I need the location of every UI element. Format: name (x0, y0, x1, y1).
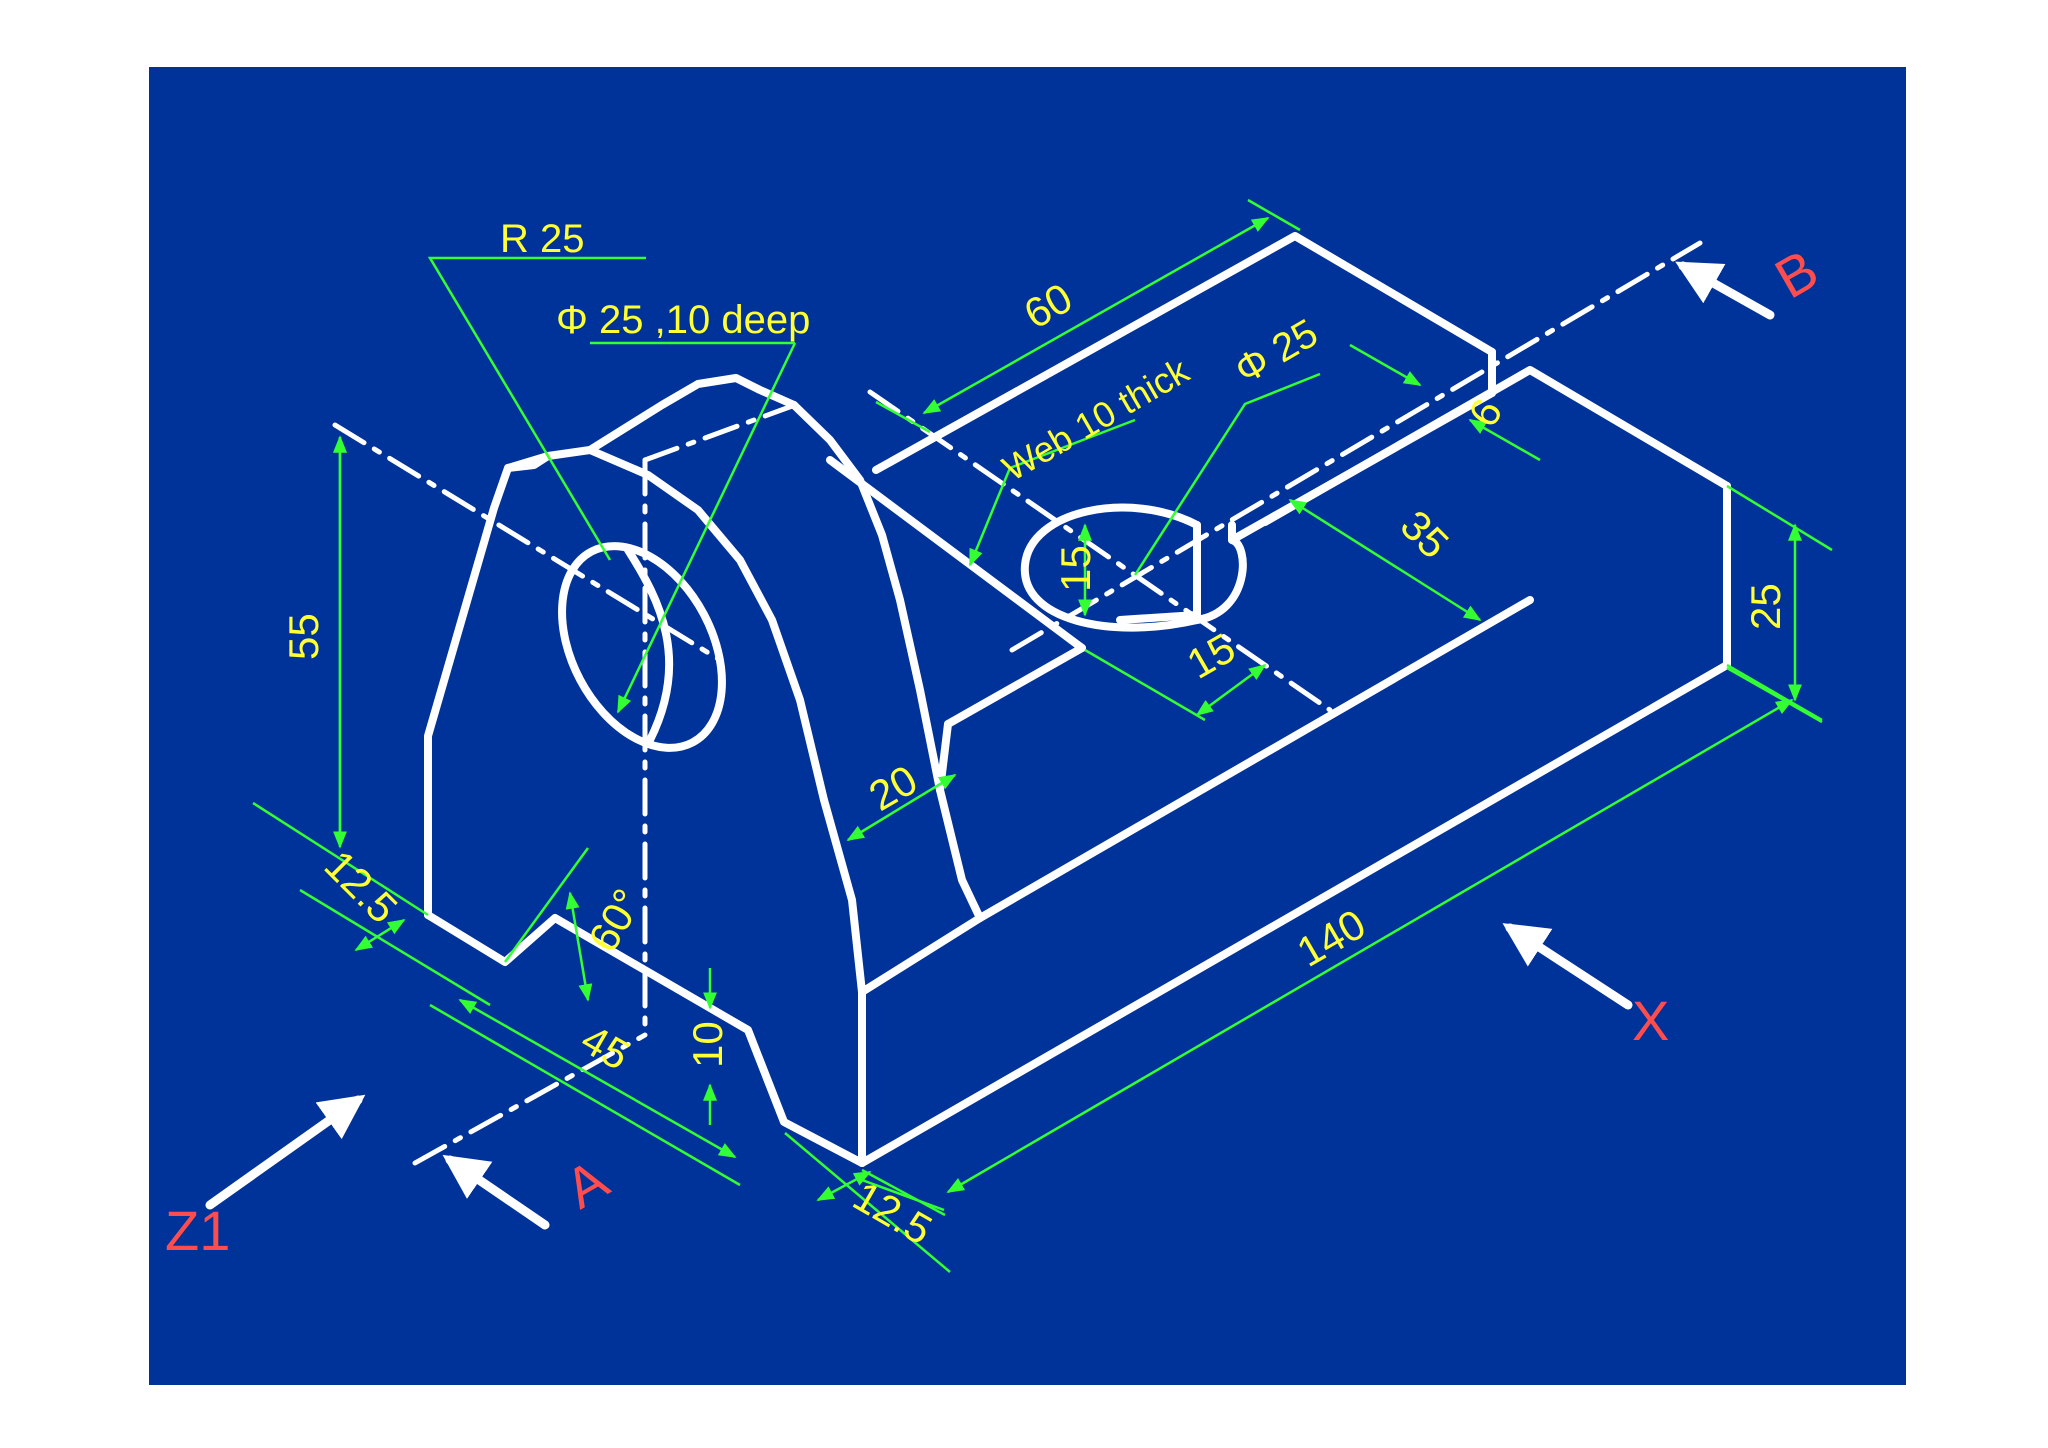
boss-bottom-edge (424, 911, 866, 1167)
view-arrow-x (1502, 923, 1633, 1010)
dim-25: 25 (1742, 583, 1789, 630)
hole-centerline-1 (867, 389, 1333, 713)
view-arrow-z1 (205, 1094, 366, 1210)
view-arrow-a (442, 1154, 550, 1230)
boss-front-arc (586, 446, 866, 996)
base-hole-arc (1020, 503, 1247, 632)
boss-bore-circle (558, 542, 726, 752)
drawing-panel (149, 67, 1906, 1385)
dim-55: 55 (280, 613, 327, 660)
note-bore: Φ 25 ,10 deep (556, 298, 810, 342)
dim-10: 10 (684, 1021, 731, 1068)
boss-bore-inner (624, 546, 674, 744)
dim-15-vertical: 15 (1052, 545, 1099, 592)
note-boss-radius: R 25 (500, 217, 585, 261)
center-lines (332, 240, 1703, 1166)
base-hole-inner (1116, 611, 1201, 624)
view-arrow-b (1675, 261, 1775, 320)
dimension-lines (252, 198, 1833, 1273)
view-label-x: X (1632, 989, 1669, 1052)
boss-top-centerline (642, 402, 798, 463)
web-slant-top (826, 456, 1086, 652)
boss-axis-centerline (332, 422, 723, 663)
boss-top-arc (504, 374, 798, 472)
section-b-line (1009, 240, 1703, 653)
view-label-z1: Z1 (165, 1199, 230, 1262)
